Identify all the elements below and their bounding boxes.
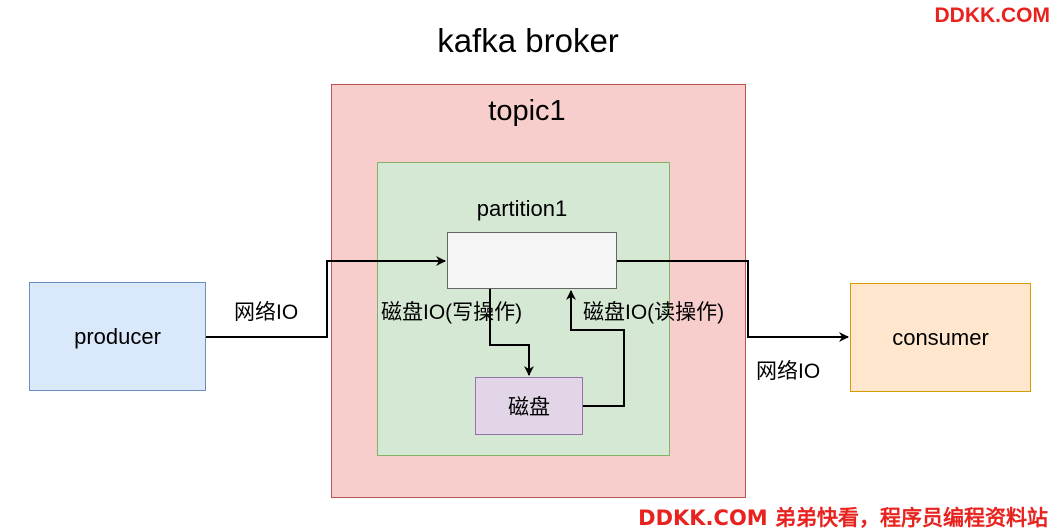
consumer-node: consumer (850, 283, 1031, 392)
producer-label: producer (74, 323, 161, 349)
edge-disk-to-partition (566, 290, 625, 407)
watermark-top: DDKK.COM (934, 4, 1050, 27)
partition-label: partition1 (476, 196, 568, 221)
disk-node: 磁盘 (475, 377, 583, 435)
edge-label-network-io-out: 网络IO (756, 360, 821, 383)
edge-producer-to-partition (206, 256, 446, 338)
edge-label-disk-write: 磁盘IO(写操作) (381, 301, 523, 324)
topic-label: topic1 (488, 95, 566, 127)
watermark-bottom: DDKK.COM 弟弟快看，程序员编程资料站 (638, 506, 1048, 530)
edge-partition-to-disk (489, 289, 534, 376)
diagram-title: kafka broker (437, 22, 619, 59)
edge-partition-to-consumer (617, 260, 849, 342)
partition-node (447, 232, 617, 289)
producer-node: producer (29, 282, 206, 391)
edge-label-network-io-in: 网络IO (234, 301, 299, 324)
consumer-label: consumer (892, 324, 989, 350)
edge-label-disk-read: 磁盘IO(读操作) (583, 301, 725, 324)
disk-label: 磁盘 (508, 396, 550, 419)
